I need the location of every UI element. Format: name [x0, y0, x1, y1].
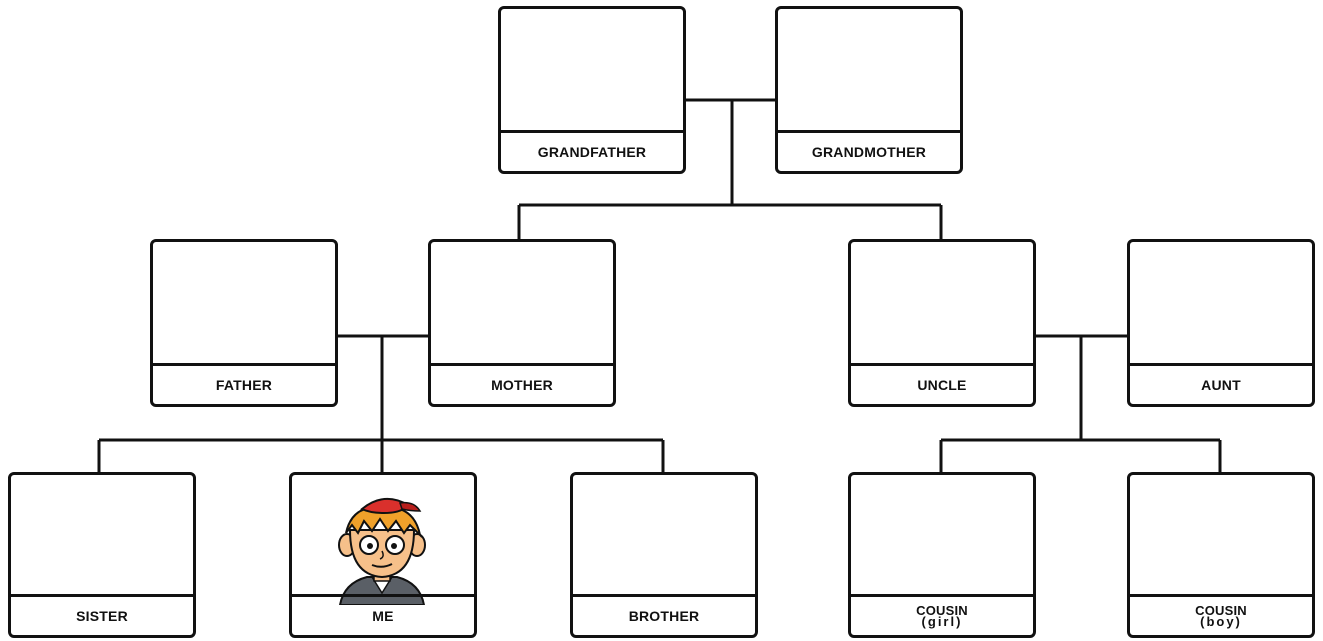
- sister-card: SISTER: [8, 472, 196, 638]
- cousin-boy-title: COUSIN: [1195, 603, 1247, 618]
- father-card: FATHER: [150, 239, 338, 407]
- me-card: ME: [289, 472, 477, 638]
- mother-label: MOTHER: [431, 363, 613, 404]
- brother-label: BROTHER: [573, 594, 755, 635]
- cousin-boy-subtitle: (boy): [1200, 614, 1242, 629]
- cousin-girl-subtitle: (girl): [921, 614, 963, 629]
- brother-card: BROTHER: [570, 472, 758, 638]
- grandmother-card: GRANDMOTHER: [775, 6, 963, 174]
- uncle-card: UNCLE: [848, 239, 1036, 407]
- father-label: FATHER: [153, 363, 335, 404]
- grandmother-label: GRANDMOTHER: [778, 130, 960, 171]
- me-label: ME: [292, 594, 474, 635]
- mother-card: MOTHER: [428, 239, 616, 407]
- cartoon-boy-icon: [338, 498, 426, 605]
- cousin-boy-card: COUSIN (boy): [1127, 472, 1315, 638]
- sister-label: SISTER: [11, 594, 193, 635]
- cousin-girl-card: COUSIN (girl): [848, 472, 1036, 638]
- cousin-girl-title: COUSIN: [916, 603, 968, 618]
- grandfather-label: GRANDFATHER: [501, 130, 683, 171]
- grandfather-card: GRANDFATHER: [498, 6, 686, 174]
- aunt-label: AUNT: [1130, 363, 1312, 404]
- cousin-girl-label: COUSIN (girl): [851, 594, 1033, 635]
- cousin-boy-label: COUSIN (boy): [1130, 594, 1312, 635]
- uncle-label: UNCLE: [851, 363, 1033, 404]
- aunt-card: AUNT: [1127, 239, 1315, 407]
